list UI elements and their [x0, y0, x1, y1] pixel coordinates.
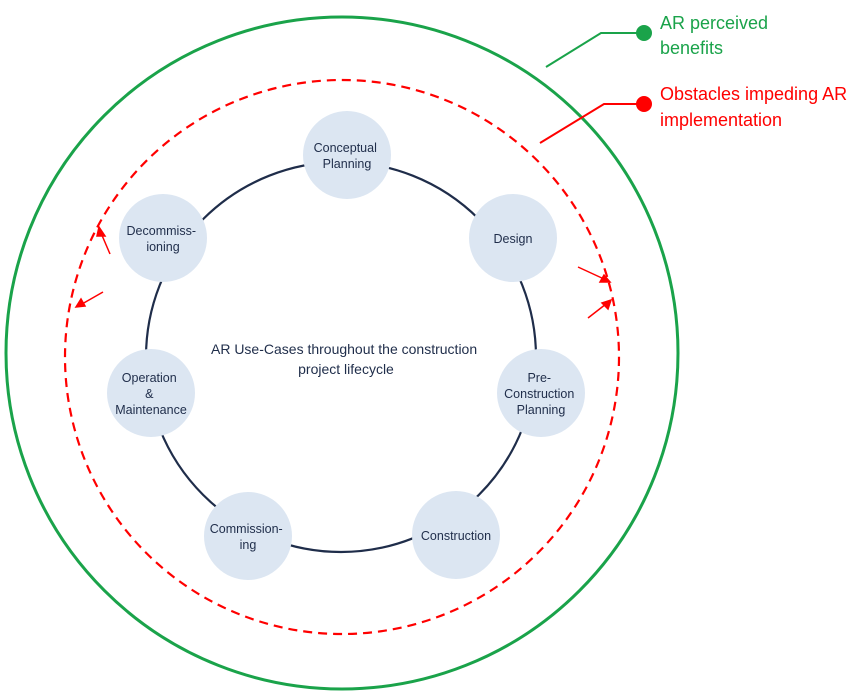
svg-text:Design: Design — [494, 232, 533, 246]
center-label: AR Use-Cases throughout the construction… — [211, 341, 481, 377]
stage-node-design: Design — [469, 194, 557, 282]
stage-node-construction: Construction — [412, 491, 500, 579]
svg-text:Operation & Mainte: Operation & Maintenance — [115, 371, 187, 417]
svg-text:Construction: Construction — [421, 529, 491, 543]
obstacles-circle — [63, 78, 621, 636]
stage-node-operation-maintenance: Operation & Maintenance — [107, 349, 195, 437]
obstacle-arrows — [74, 225, 613, 319]
obstacles-legend-label: Obstacles impeding AR implementation — [660, 84, 852, 130]
obstacle-arrow-head — [600, 298, 613, 311]
stage-node-pre-construction-planning: Pre- Construction Planning — [497, 349, 585, 437]
benefits-circle — [4, 15, 680, 691]
svg-text:Pre- Construction: Pre- Construction Planning — [504, 371, 578, 417]
stage-node-commissioning: Commission- ing — [204, 492, 292, 580]
benefits-legend-dot — [636, 25, 652, 41]
obstacle-arrow-head — [598, 273, 612, 283]
stage-node-decommissioning: Decommiss- ioning — [119, 194, 207, 282]
obstacle-arrow-head — [96, 225, 107, 237]
svg-text:Decommiss- ioning: Decommiss- ioning — [127, 224, 200, 254]
obstacle-arrow — [81, 291, 104, 305]
svg-text:Commission- ing: Commission- ing — [210, 522, 286, 552]
benefits-connector — [545, 32, 644, 68]
obstacle-arrow — [587, 303, 607, 319]
obstacle-arrow-head — [74, 297, 87, 308]
obstacles-connector — [539, 103, 644, 144]
benefits-legend-label: AR perceived benefits — [660, 13, 773, 58]
obstacle-arrow — [577, 266, 605, 280]
obstacles-legend-dot — [636, 96, 652, 112]
svg-text:Conceptual Planning: Conceptual Planning — [314, 141, 381, 171]
stage-node-conceptual-planning: Conceptual Planning — [303, 111, 391, 199]
